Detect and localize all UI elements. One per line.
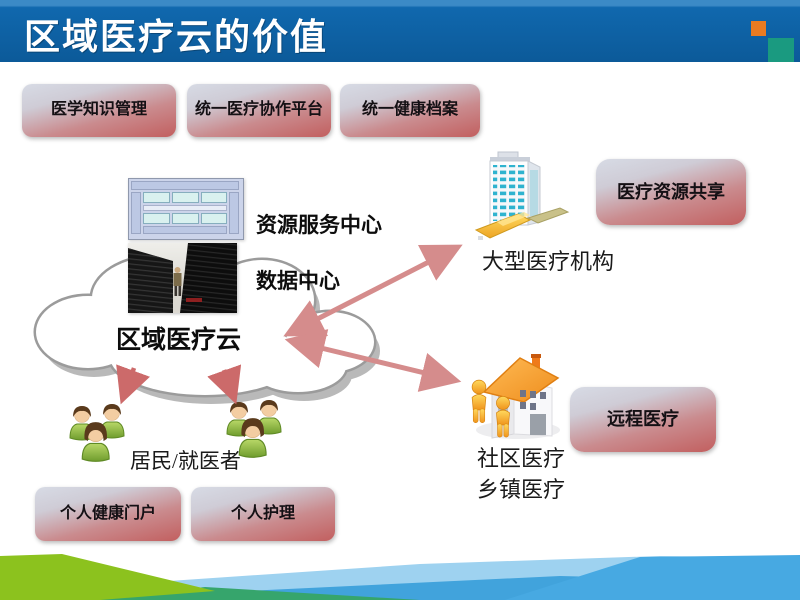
- label-township: 乡镇医疗: [477, 477, 566, 502]
- diagram-header-band: [131, 181, 239, 190]
- pill-health-records: 统一健康档案: [340, 84, 480, 137]
- arrow-cloud-residents-right: [207, 364, 242, 405]
- diagram-left-column: [131, 192, 141, 234]
- hospital-building-icon: [474, 151, 570, 240]
- label-large-hospital: 大型医疗机构: [482, 249, 615, 274]
- accent-square-orange: [751, 21, 766, 36]
- pill-personal-portal: 个人健康门户: [35, 487, 181, 541]
- pill-telemedicine: 远程医疗: [570, 387, 716, 452]
- pill-resource-sharing: 医疗资源共享: [596, 159, 746, 225]
- label-resource-service-center: 资源服务中心: [256, 214, 382, 237]
- title-bar: 区域医疗云的价值: [0, 0, 800, 62]
- diagram-right-column: [229, 192, 239, 234]
- label-community: 社区医疗: [477, 446, 566, 471]
- label-community-township: 社区医疗 乡镇医疗: [477, 443, 565, 505]
- architecture-diagram-image: [128, 178, 244, 240]
- data-center-photo-image: [128, 243, 237, 313]
- label-data-center: 数据中心: [256, 270, 340, 293]
- pill-medical-knowledge: 医学知识管理: [22, 84, 176, 137]
- slide-title: 区域医疗云的价值: [24, 16, 329, 57]
- label-residents: 居民/就医者: [130, 449, 241, 473]
- bottom-decoration: [0, 554, 800, 600]
- arrow-cloud-community: [284, 329, 462, 392]
- arrow-cloud-residents-left: [116, 364, 150, 405]
- pill-personal-care: 个人护理: [191, 487, 335, 541]
- label-regional-medical-cloud: 区域医疗云: [116, 326, 242, 354]
- community-house-icon: [471, 354, 560, 439]
- accent-square-teal: [768, 38, 794, 62]
- pill-collaboration-platform: 统一医疗协作平台: [187, 84, 331, 137]
